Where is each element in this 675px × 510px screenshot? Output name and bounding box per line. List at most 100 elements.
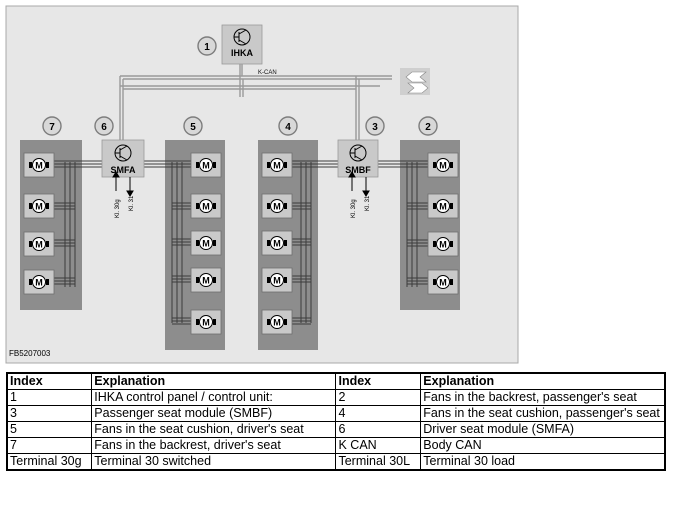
motor-symbol-label: M [273, 239, 281, 249]
svg-text:6: 6 [101, 122, 107, 133]
callout-5: 5 [183, 116, 203, 136]
smbf-terminal-arrows [348, 171, 370, 197]
motor-symbol-label: M [439, 278, 447, 288]
motor-symbol-label: M [273, 318, 281, 328]
transistor-icon [233, 28, 251, 46]
motor-symbol-label: M [202, 318, 210, 328]
index-cell: Terminal 30L [335, 453, 422, 471]
explanation-cell: Body CAN [420, 437, 666, 454]
fan-motor-icon: M [23, 193, 55, 219]
fan-motor-icon: M [261, 267, 293, 293]
fan-motor-icon: M [23, 152, 55, 178]
system-diagram: K-CAN IHKA 1 [5, 5, 519, 364]
k-can-bus [119, 64, 392, 140]
motor-symbol-label: M [273, 276, 281, 286]
svg-text:5: 5 [190, 122, 196, 133]
fan-motor-icon: M [190, 230, 222, 256]
index-cell: 6 [335, 421, 422, 438]
motor-symbol-label: M [439, 202, 447, 212]
motor-symbol-label: M [273, 161, 281, 171]
explanation-cell: Fans in the backrest, passenger's seat [420, 389, 666, 406]
callout-4: 4 [278, 116, 298, 136]
explanation-cell: Fans in the backrest, driver's seat [91, 437, 337, 454]
legend-header-row: Index Explanation Index Explanation [6, 372, 666, 390]
fan-motor-icon: M [427, 193, 459, 219]
fan-motor-icon: M [190, 309, 222, 335]
motor-symbol-label: M [439, 240, 447, 250]
header-index-1: Index [6, 372, 93, 390]
table-row: 5 Fans in the seat cushion, driver's sea… [6, 421, 666, 438]
svg-text:2: 2 [425, 122, 431, 133]
fan-motor-icon: M [427, 231, 459, 257]
smfa-terminal-31: Kl. 31 [129, 195, 135, 211]
index-cell: 1 [6, 389, 93, 406]
motor-layer: M M M M M M M M M M M M M M M M M M [23, 152, 459, 335]
ihka-label: IHKA [231, 48, 253, 58]
transistor-icon [349, 144, 367, 162]
motor-symbol-label: M [202, 161, 210, 171]
table-row: Terminal 30g Terminal 30 switched Termin… [6, 453, 666, 471]
motor-symbol-label: M [202, 202, 210, 212]
callout-3: 3 [365, 116, 385, 136]
fan-motor-icon: M [261, 193, 293, 219]
motor-symbol-label: M [35, 202, 43, 212]
explanation-cell: Terminal 30 load [420, 453, 666, 471]
callout-7: 7 [42, 116, 62, 136]
header-explanation-2: Explanation [420, 372, 666, 390]
svg-text:3: 3 [372, 122, 378, 133]
transistor-icon [114, 144, 132, 162]
legend-table: Index Explanation Index Explanation 1 IH… [6, 372, 666, 471]
explanation-cell: Passenger seat module (SMBF) [91, 405, 337, 422]
smfa-terminal-30g: Kl. 30g [115, 199, 121, 218]
fan-motor-icon: M [261, 152, 293, 178]
svg-text:1: 1 [204, 42, 210, 53]
smbf-terminal-31: Kl. 31 [365, 195, 371, 211]
fan-motor-icon: M [190, 267, 222, 293]
motor-symbol-label: M [273, 202, 281, 212]
motor-symbol-label: M [202, 239, 210, 249]
fan-motor-icon: M [261, 230, 293, 256]
index-cell: 7 [6, 437, 93, 454]
index-cell: 5 [6, 421, 93, 438]
index-cell: Terminal 30g [6, 453, 93, 471]
table-row: 3 Passenger seat module (SMBF) 4 Fans in… [6, 405, 666, 422]
smfa-unit-box [101, 139, 145, 178]
index-cell: 3 [6, 405, 93, 422]
callout-2: 2 [418, 116, 438, 136]
fan-motor-icon: M [190, 152, 222, 178]
bus-continuation-icon [400, 68, 430, 95]
table-row: 7 Fans in the backrest, driver's seat K … [6, 437, 666, 454]
header-explanation-1: Explanation [91, 372, 337, 390]
motor-symbol-label: M [439, 161, 447, 171]
explanation-cell: Fans in the seat cushion, driver's seat [91, 421, 337, 438]
index-cell: 4 [335, 405, 422, 422]
callout-1: 1 [197, 36, 217, 56]
smbf-label: SMBF [345, 165, 371, 175]
index-cell: K CAN [335, 437, 422, 454]
svg-text:4: 4 [285, 122, 291, 133]
header-index-2: Index [335, 372, 422, 390]
smbf-unit-box [337, 139, 379, 178]
motor-symbol-label: M [35, 240, 43, 250]
fan-motor-icon: M [23, 231, 55, 257]
motor-symbol-label: M [35, 161, 43, 171]
explanation-cell: Fans in the seat cushion, passenger's se… [420, 405, 666, 422]
explanation-cell: Driver seat module (SMFA) [420, 421, 666, 438]
index-cell: 2 [335, 389, 422, 406]
smfa-terminal-arrows [112, 171, 134, 197]
smbf-terminal-30g: Kl. 30g [351, 199, 357, 218]
motor-symbol-label: M [202, 276, 210, 286]
table-row: 1 IHKA control panel / control unit: 2 F… [6, 389, 666, 406]
smfa-label: SMFA [110, 165, 136, 175]
figure-code: FB5207003 [9, 349, 51, 358]
fan-motor-icon: M [427, 269, 459, 295]
svg-text:7: 7 [49, 122, 55, 133]
fan-motor-icon: M [427, 152, 459, 178]
callout-6: 6 [94, 116, 114, 136]
explanation-cell: Terminal 30 switched [91, 453, 337, 471]
fan-motor-icon: M [190, 193, 222, 219]
fan-motor-icon: M [261, 309, 293, 335]
k-can-label: K-CAN [258, 70, 277, 76]
fan-motor-icon: M [23, 269, 55, 295]
explanation-cell: IHKA control panel / control unit: [91, 389, 337, 406]
